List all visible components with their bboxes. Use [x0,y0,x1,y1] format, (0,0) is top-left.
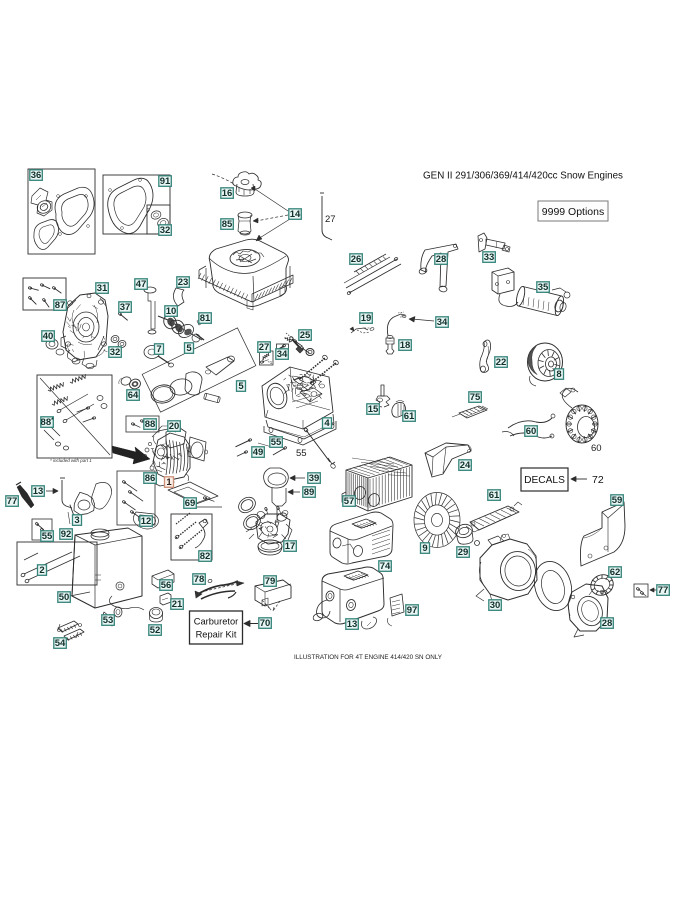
svg-text:21: 21 [172,599,183,610]
svg-text:20: 20 [169,421,180,432]
svg-text:27: 27 [259,342,270,353]
svg-text:91: 91 [160,176,171,187]
svg-text:78: 78 [194,574,205,585]
svg-text:92: 92 [61,529,72,540]
svg-text:3: 3 [74,515,79,526]
svg-text:55: 55 [42,531,53,542]
svg-text:30: 30 [490,600,501,611]
svg-text:57: 57 [344,496,355,507]
svg-text:75: 75 [470,392,481,403]
svg-text:1: 1 [166,477,172,488]
svg-text:Repair Kit: Repair Kit [196,630,237,640]
svg-text:Carburetor: Carburetor [194,617,238,627]
svg-text:13: 13 [33,486,44,497]
svg-text:* included with part 1: * included with part 1 [50,458,92,463]
svg-text:89: 89 [304,487,315,498]
svg-text:10: 10 [166,306,177,317]
svg-text:54: 54 [55,638,66,649]
svg-text:28: 28 [436,254,447,265]
svg-text:59: 59 [612,495,623,506]
svg-text:55: 55 [296,448,307,459]
svg-text:77: 77 [7,496,18,507]
svg-text:*1: *1 [268,360,273,365]
svg-text:35: 35 [538,282,549,293]
svg-text:5: 5 [238,381,244,392]
svg-text:13: 13 [347,619,358,630]
svg-text:9: 9 [422,543,427,554]
svg-text:GEN II 291/306/369/414/420cc S: GEN II 291/306/369/414/420cc Snow Engine… [423,171,623,182]
svg-text:22: 22 [496,357,507,368]
svg-text:64: 64 [128,390,139,401]
svg-text:40: 40 [43,331,54,342]
svg-text:70: 70 [260,618,271,629]
svg-text:34: 34 [277,349,288,360]
svg-text:18: 18 [400,340,411,351]
svg-text:25: 25 [300,330,311,341]
svg-text:47: 47 [136,279,147,290]
svg-text:86: 86 [145,473,156,484]
svg-text:81: 81 [200,313,211,324]
svg-text:4: 4 [324,418,330,429]
svg-text:28: 28 [602,618,613,629]
svg-text:34: 34 [437,317,448,328]
svg-text:85: 85 [222,219,233,230]
svg-text:39: 39 [309,473,320,484]
svg-text:88: 88 [145,419,156,430]
svg-text:ILLUSTRATION FOR 4T ENGINE 414: ILLUSTRATION FOR 4T ENGINE 414/420 SN ON… [294,654,443,661]
svg-text:88*: 88* [41,417,55,428]
svg-text:14: 14 [290,209,301,220]
svg-text:17: 17 [285,541,296,552]
svg-text:53: 53 [103,615,114,626]
svg-text:12: 12 [141,516,152,527]
svg-text:77: 77 [658,585,669,596]
svg-text:72: 72 [592,474,604,486]
svg-text:15: 15 [368,404,379,415]
svg-text:79: 79 [265,576,276,587]
svg-text:74: 74 [380,561,391,572]
svg-text:26: 26 [351,254,362,265]
svg-text:55: 55 [271,437,282,448]
svg-text:32: 32 [110,347,121,358]
svg-text:19: 19 [361,313,372,324]
svg-text:DECALS: DECALS [524,475,565,486]
svg-text:24: 24 [460,460,471,471]
svg-text:61: 61 [489,490,500,501]
svg-text:33: 33 [484,252,495,263]
svg-text:37: 37 [120,302,131,313]
svg-text:60: 60 [526,426,537,437]
svg-text:27: 27 [325,214,336,225]
svg-text:97: 97 [407,605,418,616]
svg-text:52: 52 [150,625,161,636]
svg-text:16: 16 [222,188,233,199]
svg-text:23: 23 [178,277,189,288]
svg-text:62: 62 [610,567,621,578]
svg-text:56: 56 [161,580,172,591]
svg-text:36: 36 [31,170,42,181]
svg-text:87: 87 [55,300,66,311]
svg-text:49: 49 [253,447,264,458]
svg-text:9999 Options: 9999 Options [542,206,604,218]
svg-text:61: 61 [404,411,415,422]
svg-text:32: 32 [160,225,171,236]
svg-text:60: 60 [591,443,602,454]
svg-text:5: 5 [186,343,192,354]
svg-text:69: 69 [185,498,196,509]
svg-text:50: 50 [59,592,70,603]
svg-text:29: 29 [458,547,469,558]
svg-text:7: 7 [156,344,161,355]
svg-text:31: 31 [97,283,108,294]
svg-text:8: 8 [556,369,561,380]
svg-text:82: 82 [200,551,211,562]
svg-text:2: 2 [39,565,44,576]
